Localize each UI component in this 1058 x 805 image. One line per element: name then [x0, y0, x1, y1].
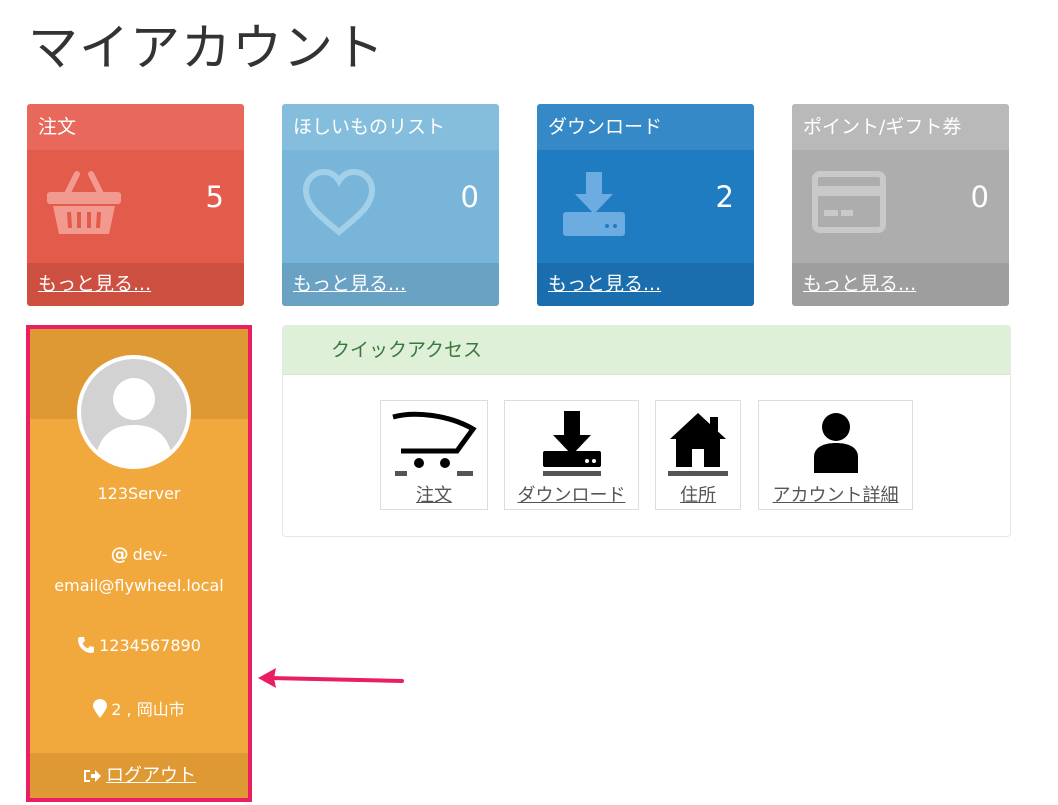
profile-username: 123Server: [97, 484, 181, 503]
quick-access-account-label: アカウント詳細: [772, 485, 899, 506]
downloads-card-title: ダウンロード: [537, 104, 754, 150]
quick-access-orders-label: 注文: [416, 485, 452, 506]
profile-email-line2: email@flywheel.local: [54, 576, 224, 595]
profile-phone: 1234567890: [30, 636, 248, 655]
phone-icon: [78, 637, 95, 653]
points-more-link[interactable]: もっと見る...: [803, 273, 917, 295]
downloads-card: ダウンロード 2 もっと見る...: [537, 104, 754, 306]
page-title: マイアカウント: [28, 19, 385, 77]
home-icon: [668, 413, 728, 476]
logout-link[interactable]: ログアウト: [106, 765, 196, 786]
quick-access-address-label: 住所: [680, 485, 716, 506]
profile-address-text: 2 , 岡山市: [111, 700, 185, 719]
map-marker-icon: [93, 699, 108, 718]
cart-icon: [392, 411, 477, 476]
download-icon: [542, 411, 601, 476]
user-icon: [813, 413, 858, 473]
user-avatar-icon: [77, 355, 191, 469]
orders-card-title: 注文: [27, 104, 244, 150]
points-card: ポイント/ギフト券 0 もっと見る...: [792, 104, 1009, 306]
quick-access-downloads-label: ダウンロード: [517, 485, 626, 506]
profile-address: 2 , 岡山市: [30, 696, 248, 720]
quick-access-orders[interactable]: 注文: [380, 400, 488, 510]
logout-bar: ログアウト: [30, 753, 248, 798]
points-card-title: ポイント/ギフト券: [792, 104, 1009, 150]
orders-card: 注文 5 もっと見る...: [27, 104, 244, 306]
sign-out-icon: [84, 770, 101, 782]
quick-access-account[interactable]: アカウント詳細: [758, 400, 913, 510]
orders-more-link[interactable]: もっと見る...: [38, 273, 152, 295]
orders-count: 5: [205, 180, 224, 214]
profile-email-line1: dev-: [132, 545, 168, 564]
at-icon: @: [110, 544, 129, 565]
download-icon: [563, 172, 625, 236]
profile-phone-number: 1234567890: [99, 636, 201, 655]
downloads-count: 2: [715, 180, 734, 214]
wishlist-card: ほしいものリスト 0 もっと見る...: [282, 104, 499, 306]
profile-panel: 123Server @dev- email@flywheel.local 123…: [26, 325, 252, 802]
points-count: 0: [970, 180, 989, 214]
annotation-arrow-icon: [258, 668, 404, 688]
credit-card-icon: [812, 171, 886, 233]
heart-icon: [302, 168, 376, 236]
profile-email: @dev- email@flywheel.local: [30, 539, 248, 601]
quick-access-downloads[interactable]: ダウンロード: [504, 400, 639, 510]
wishlist-more-link[interactable]: もっと見る...: [293, 273, 407, 295]
quick-access-address[interactable]: 住所: [655, 400, 741, 510]
basket-icon: [47, 171, 121, 234]
wishlist-count: 0: [460, 180, 479, 214]
quick-access-title: クイックアクセス: [283, 326, 1010, 375]
quick-access-panel: クイックアクセス 注文 ダウンロード 住所: [282, 325, 1011, 537]
downloads-more-link[interactable]: もっと見る...: [548, 273, 662, 295]
wishlist-card-title: ほしいものリスト: [282, 104, 499, 150]
